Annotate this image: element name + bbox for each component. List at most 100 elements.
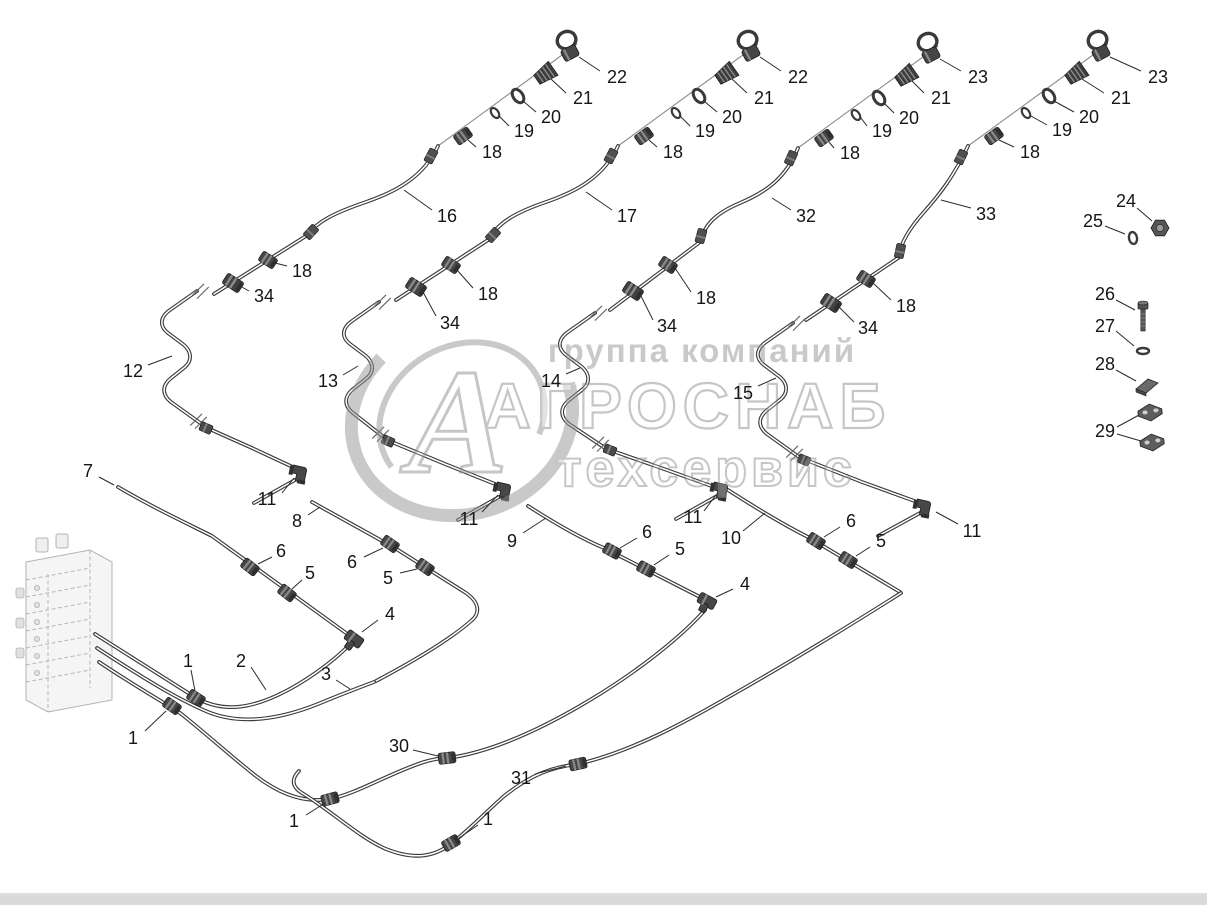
- part-label-18: 18: [663, 142, 683, 162]
- leader-line: [731, 78, 748, 94]
- part-label-23: 23: [1148, 67, 1168, 87]
- leader-line: [837, 305, 855, 323]
- pipe-31: [291, 591, 903, 858]
- leader-line: [757, 377, 777, 387]
- part-label-4: 4: [385, 604, 395, 624]
- part-label-1: 1: [128, 728, 138, 748]
- fitting-30: [437, 751, 457, 765]
- leader-line: [190, 669, 196, 692]
- leader-line: [1104, 225, 1126, 235]
- part-label-4: 4: [740, 574, 750, 594]
- part-label-11: 11: [963, 521, 982, 541]
- part-label-34: 34: [657, 316, 677, 336]
- fitting-31: [568, 756, 588, 772]
- part-label-15: 15: [733, 383, 753, 403]
- leader-line: [860, 117, 868, 127]
- part-label-20: 20: [722, 107, 742, 127]
- part-label-19: 19: [514, 121, 534, 141]
- callout-labels: 2221201918222120191823212019182321201918…: [83, 56, 1168, 839]
- part-label-1: 1: [289, 811, 299, 831]
- part-label-10: 10: [721, 528, 741, 548]
- leader-line: [335, 679, 351, 690]
- part-label-19: 19: [1052, 120, 1072, 140]
- watermark: А группа компаний АГРОСНАБ техсервис: [344, 313, 892, 523]
- leader-line: [291, 579, 303, 590]
- part-label-20: 20: [899, 108, 919, 128]
- leader-line: [639, 293, 654, 321]
- part-label-17: 17: [617, 206, 637, 226]
- leader-line: [522, 517, 547, 534]
- part-label-33: 33: [976, 204, 996, 224]
- pipe-7: [116, 485, 348, 635]
- leader-line: [1116, 414, 1140, 428]
- union-nut: [633, 126, 655, 146]
- part-label-8: 8: [292, 511, 302, 531]
- part-label-32: 32: [796, 206, 816, 226]
- leader-line: [679, 115, 691, 127]
- leader-line: [911, 80, 925, 94]
- leader-line: [585, 191, 613, 211]
- part-label-18: 18: [840, 143, 860, 163]
- leader-line: [422, 291, 437, 317]
- part-label-18: 18: [482, 142, 502, 162]
- part-label-23: 23: [968, 67, 988, 87]
- leader-line: [619, 537, 638, 549]
- part-label-19: 19: [695, 121, 715, 141]
- leader-line: [305, 802, 326, 816]
- plate-28: [1135, 378, 1159, 397]
- leader-line: [239, 285, 250, 292]
- leader-line: [144, 710, 167, 732]
- seal-ring: [487, 105, 503, 121]
- leader-line: [534, 765, 567, 775]
- union-nut: [452, 126, 474, 146]
- leader-line: [855, 546, 871, 557]
- leader-line: [550, 78, 567, 94]
- leader-line: [250, 666, 267, 691]
- clamp-29: [1138, 432, 1166, 453]
- leader-line: [935, 511, 959, 525]
- part-label-22: 22: [607, 67, 627, 87]
- part-label-6: 6: [347, 552, 357, 572]
- part-label-34: 34: [858, 318, 878, 338]
- plug-fitting: [712, 60, 740, 88]
- part-label-34: 34: [440, 313, 460, 333]
- leader-line: [828, 141, 835, 149]
- part-label-3: 3: [321, 664, 331, 684]
- leader-line: [759, 56, 782, 72]
- part-label-5: 5: [675, 539, 685, 559]
- seal-ring: [848, 107, 864, 123]
- washer: [1039, 85, 1059, 107]
- part-label-24: 24: [1116, 191, 1136, 211]
- part-label-6: 6: [846, 511, 856, 531]
- part-label-21: 21: [1111, 88, 1131, 108]
- leader-line: [281, 477, 295, 494]
- part-label-22: 22: [788, 67, 808, 87]
- part-label-7: 7: [83, 461, 93, 481]
- exploded-axis-lines: [437, 43, 1109, 149]
- part-label-27: 27: [1095, 316, 1115, 336]
- leader-line: [481, 494, 499, 513]
- leader-line: [742, 512, 766, 532]
- hose-ferrule: [783, 149, 799, 167]
- part-label-21: 21: [573, 88, 593, 108]
- leader-line: [307, 506, 321, 516]
- leader-line: [1115, 369, 1137, 382]
- seal-ring: [668, 105, 684, 121]
- leader-line: [498, 115, 510, 127]
- leader-line: [1136, 207, 1153, 222]
- part-label-5: 5: [383, 568, 393, 588]
- part-label-9: 9: [507, 531, 517, 551]
- hose-16: [304, 144, 440, 238]
- leader-line: [257, 556, 273, 565]
- watermark-line-2: АГРОСНАБ: [485, 370, 892, 442]
- part-label-16: 16: [437, 206, 457, 226]
- pipe-diagonal-4: [804, 256, 900, 322]
- part-label-31: 31: [511, 768, 531, 788]
- part-label-29: 29: [1095, 421, 1115, 441]
- leader-line: [578, 56, 601, 72]
- leader-line: [771, 197, 792, 211]
- washer-25: [1126, 230, 1140, 246]
- part-label-11: 11: [460, 509, 479, 529]
- leader-line: [998, 139, 1015, 148]
- watermark-line-3: техсервис: [556, 440, 856, 498]
